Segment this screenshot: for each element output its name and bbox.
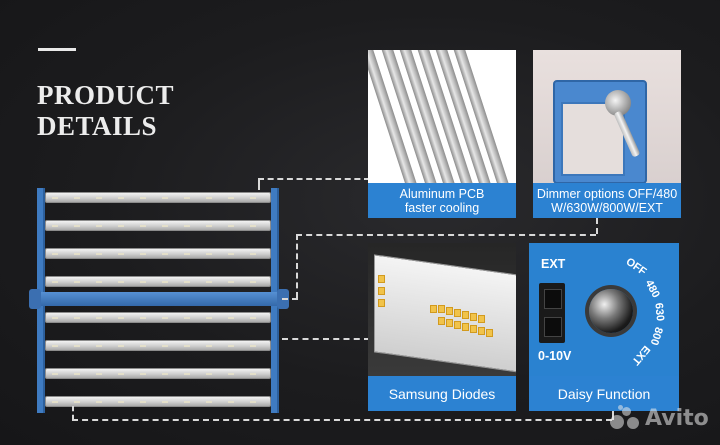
avito-watermark: Avito	[610, 404, 709, 432]
ext-port-label: EXT	[541, 257, 566, 271]
caption-line: Daisy Function	[557, 385, 651, 402]
aluminum-profile-image	[368, 50, 516, 183]
fixture-crossbar	[33, 292, 285, 306]
connector-line	[258, 178, 370, 180]
connector-line	[282, 338, 370, 340]
dial-position-label: EXT	[629, 342, 653, 368]
voltage-label: 0-10V	[538, 349, 572, 363]
panel-aluminum-pcb: Aluminum PCB faster cooling	[368, 50, 516, 218]
connector-line	[596, 218, 598, 234]
connector-line	[72, 406, 74, 420]
led-bar	[45, 368, 271, 379]
caption-line: Samsung Diodes	[388, 385, 496, 402]
dial-position-label: 480	[642, 278, 662, 300]
connector-line	[296, 234, 596, 236]
caption-line: Aluminum PCB	[399, 186, 485, 201]
connector-line	[282, 298, 298, 300]
fixture-left-bracket	[29, 289, 41, 309]
rj-port-icon	[539, 283, 565, 343]
panel-caption: Aluminum PCB faster cooling	[368, 183, 516, 218]
title-line-1: PRODUCT	[37, 80, 174, 110]
dimmer-bracket-image	[533, 50, 681, 183]
dial-position-label: 630	[652, 302, 666, 322]
connector-line	[296, 234, 298, 298]
caption-line: faster cooling	[404, 200, 480, 215]
led-bar	[45, 396, 271, 407]
caption-line: Dimmer options OFF/480	[536, 186, 678, 201]
panel-samsung-diodes: Samsung Diodes	[368, 243, 516, 411]
led-bar	[45, 220, 271, 231]
panel-caption: Daisy Function	[529, 376, 679, 411]
heading-rule	[38, 48, 76, 51]
dial-position-label: 800	[647, 325, 665, 347]
avito-logo-icon	[610, 405, 640, 431]
dial-position-label: OFF	[623, 255, 649, 279]
led-bar	[45, 248, 271, 259]
led-bar	[45, 276, 271, 287]
watermark-text: Avito	[645, 405, 709, 431]
title-line-2: DETAILS	[37, 111, 158, 141]
connector-line	[258, 178, 260, 190]
led-bar	[45, 312, 271, 323]
connector-line	[72, 419, 612, 421]
panel-dimmer-options: Dimmer options OFF/480 W/630W/800W/EXT	[533, 50, 681, 218]
dimmer-knob	[589, 289, 633, 333]
caption-line: W/630W/800W/EXT	[551, 200, 663, 215]
panel-caption: Dimmer options OFF/480 W/630W/800W/EXT	[533, 183, 681, 218]
panel-daisy-function: EXT 0-10V OFF 480 630 800 EXT Daisy Func…	[529, 243, 679, 411]
dimmer-dial-image: EXT 0-10V OFF 480 630 800 EXT	[529, 243, 679, 376]
diode-board-image	[368, 243, 516, 376]
grow-light-fixture	[29, 188, 289, 413]
panel-caption: Samsung Diodes	[368, 376, 516, 411]
led-bar	[45, 340, 271, 351]
page-title: PRODUCT DETAILS	[37, 80, 237, 142]
led-bar	[45, 192, 271, 203]
